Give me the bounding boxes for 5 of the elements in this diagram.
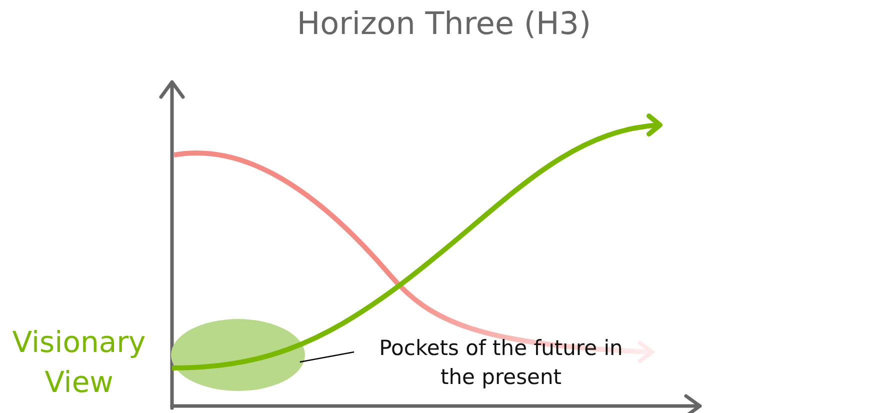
diagram-title: Horizon Three (H3) [296, 6, 592, 42]
highlight-ellipse [171, 319, 305, 391]
side-label: Visionary View [11, 324, 147, 401]
annotation-text: Pockets of the future in the present [376, 334, 626, 392]
leader-line [300, 351, 354, 363]
